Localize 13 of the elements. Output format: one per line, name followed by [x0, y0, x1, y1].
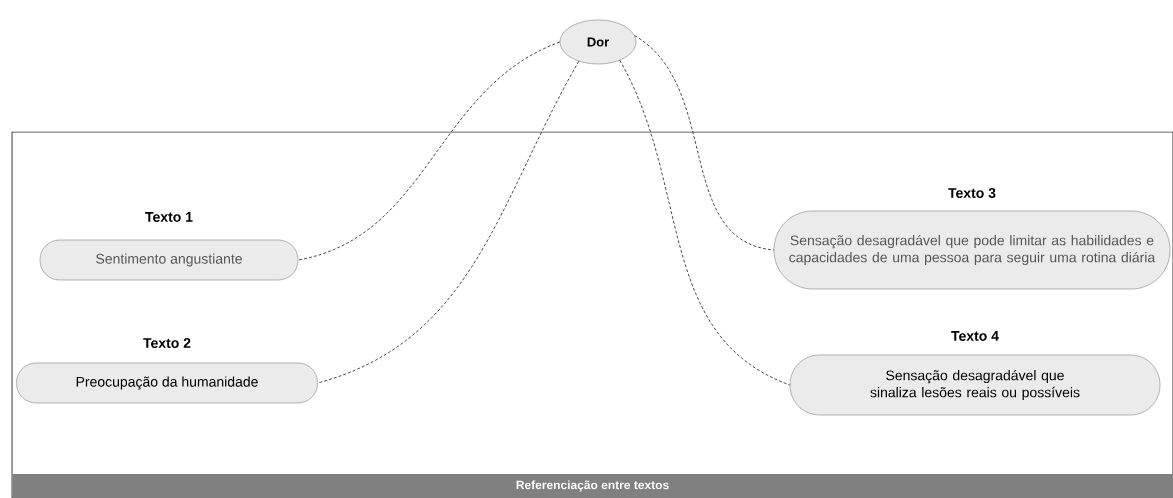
pill-box: Sensação desagradável que pode limitar as habilidades e capacidades de uma pessoa para seguir uma rotina diária	[773, 210, 1171, 290]
pill-box: Sentimento angustiante	[39, 239, 299, 281]
ellipse-node: Dor	[559, 19, 637, 65]
dashed-connector	[317, 60, 580, 384]
heading: Texto 2	[143, 338, 191, 348]
pill-box: Preocupação da humanidade	[16, 362, 318, 404]
heading: Texto 3	[948, 188, 996, 198]
heading: Texto 1	[145, 212, 193, 222]
dashed-connector	[634, 35, 775, 251]
heading: Texto 4	[951, 331, 999, 341]
pill-box: Sensação desagradável que sinaliza lesões reais ou possíveis	[789, 354, 1161, 416]
dashed-connector	[297, 41, 561, 261]
dashed-connector	[619, 59, 791, 386]
